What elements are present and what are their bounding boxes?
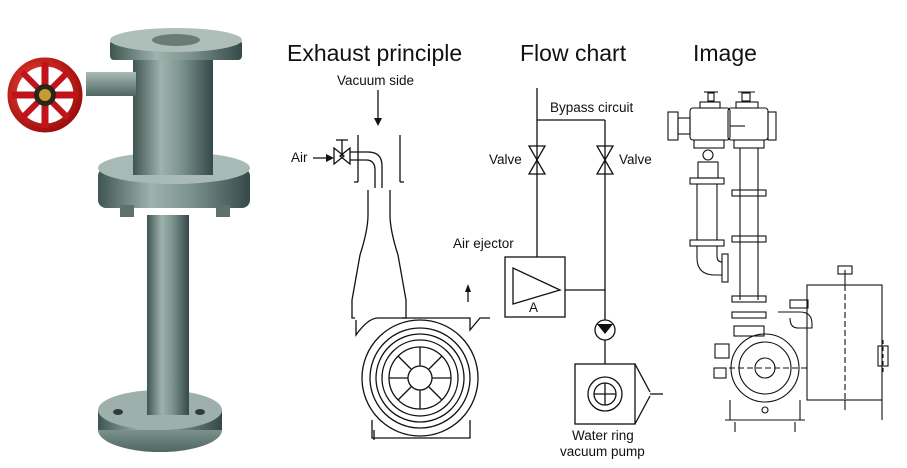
valve-right-label: Valve bbox=[619, 152, 652, 167]
valve-left-label: Valve bbox=[489, 152, 522, 167]
flow-chart-heading: Flow chart bbox=[520, 40, 627, 66]
exhaust-principle-diagram bbox=[313, 90, 490, 440]
ejector-letter-label: A bbox=[529, 300, 539, 315]
vacuum-side-label: Vacuum side bbox=[337, 73, 415, 88]
assembly-drawing bbox=[667, 91, 889, 432]
air-ejector-photo bbox=[7, 28, 250, 452]
flow-chart-diagram bbox=[504, 88, 663, 425]
bypass-circuit-label: Bypass circuit bbox=[550, 100, 634, 115]
image-heading: Image bbox=[693, 40, 757, 66]
air-label: Air bbox=[291, 150, 308, 165]
air-ejector-label: Air ejector bbox=[453, 236, 514, 251]
pump-label-line2: vacuum pump bbox=[560, 444, 645, 459]
exhaust-principle-heading: Exhaust principle bbox=[287, 40, 463, 66]
pump-label-line1: Water ring bbox=[572, 428, 634, 443]
